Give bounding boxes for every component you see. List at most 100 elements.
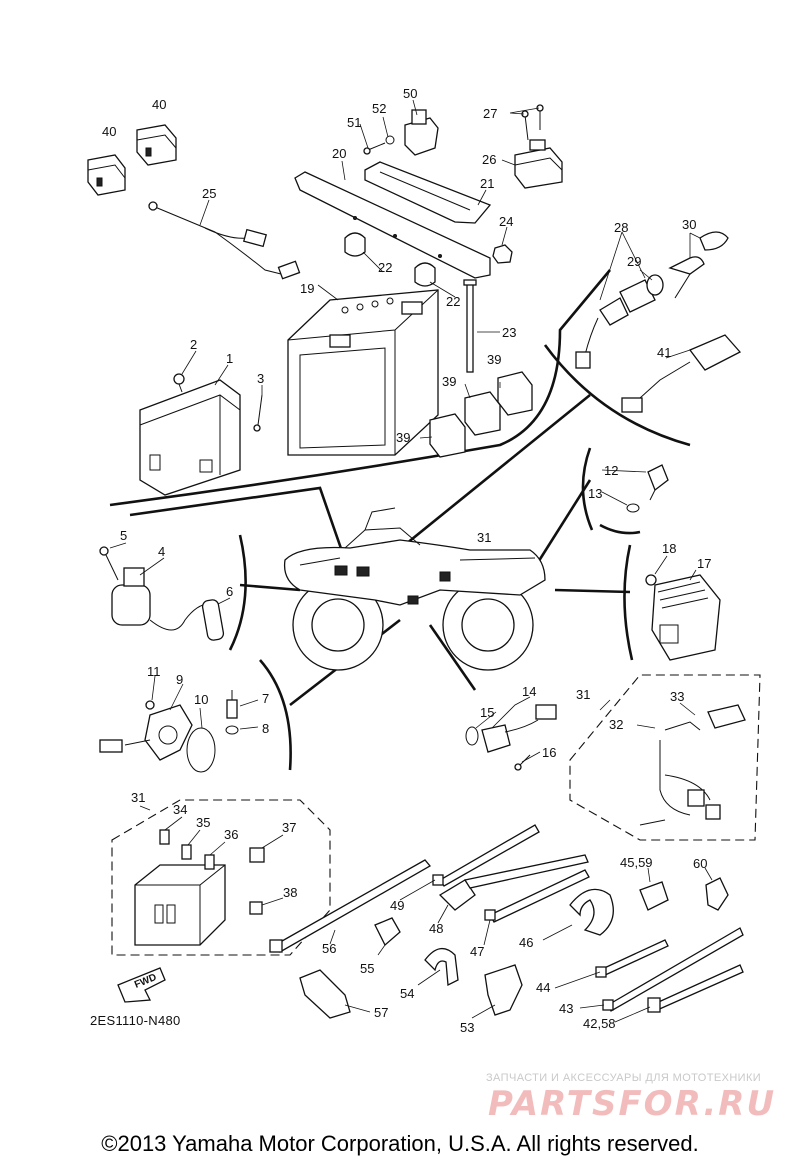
callout-9: 9 <box>176 672 183 687</box>
callout-10: 10 <box>194 692 208 707</box>
clamp-45-59 <box>639 881 669 911</box>
callout-39-b: 39 <box>442 374 456 389</box>
callout-44: 44 <box>536 980 550 995</box>
bolt-27 <box>521 104 544 141</box>
callout-18: 18 <box>662 541 676 556</box>
battery-holder-21 <box>364 161 492 224</box>
callout-23: 23 <box>502 325 516 340</box>
clamp-46 <box>569 888 614 936</box>
callout-37: 37 <box>282 820 296 835</box>
callout-34: 34 <box>173 802 187 817</box>
callout-28: 28 <box>614 220 628 235</box>
bolt-2 <box>173 373 185 393</box>
relay-39-b <box>464 391 501 436</box>
callout-30: 30 <box>682 217 696 232</box>
callout-57: 57 <box>374 1005 388 1020</box>
relay-39-a <box>497 371 533 416</box>
callout-31-b: 31 <box>576 687 590 702</box>
atv-vehicle-illustration <box>283 507 546 671</box>
fuse-37 <box>249 847 265 863</box>
ignition-coil-4 <box>111 567 216 631</box>
callout-49: 49 <box>390 898 404 913</box>
callout-55: 55 <box>360 961 374 976</box>
callout-4: 4 <box>158 544 165 559</box>
clamp-55 <box>374 917 401 947</box>
o-ring-10 <box>186 727 216 773</box>
clamp-57 <box>299 969 351 1019</box>
callout-40-a: 40 <box>102 124 116 139</box>
callout-19: 19 <box>300 281 314 296</box>
callout-22-b: 22 <box>446 294 460 309</box>
callout-54: 54 <box>400 986 414 1001</box>
nut-29 <box>646 274 664 296</box>
clamp-60 <box>705 877 729 911</box>
callout-60: 60 <box>693 856 707 871</box>
battery-bracket-20 <box>294 171 491 279</box>
washer-13 <box>626 503 640 513</box>
washer-52 <box>385 135 395 145</box>
fuse-harness-group-31-right <box>569 674 761 841</box>
callout-45-59: 45,59 <box>620 855 653 870</box>
battery-19 <box>287 289 439 456</box>
callout-1: 1 <box>226 351 233 366</box>
sensor-12 <box>647 464 669 501</box>
diagram-code: 2ES1110-N480 <box>90 1013 181 1028</box>
callout-51: 51 <box>347 115 361 130</box>
fuse-box-group-31-left <box>111 799 331 956</box>
callout-3: 3 <box>257 371 264 386</box>
cable-tie-49 <box>432 824 540 887</box>
bolt-16 <box>514 754 531 771</box>
o-ring-15 <box>465 726 479 746</box>
callout-8: 8 <box>262 721 269 736</box>
watermark-tagline: ЗАПЧАСТИ И АКСЕССУАРЫ ДЛЯ МОТОТЕХНИКИ <box>486 1072 762 1084</box>
callout-42-58: 42,58 <box>583 1016 616 1031</box>
sensor-9 <box>99 704 193 761</box>
callout-50: 50 <box>403 86 417 101</box>
callout-16: 16 <box>542 745 556 760</box>
bolt-51 <box>363 142 386 155</box>
fuse-38 <box>249 901 263 915</box>
callout-33: 33 <box>670 689 684 704</box>
callout-20: 20 <box>332 146 346 161</box>
callout-56: 56 <box>322 941 336 956</box>
callout-38: 38 <box>283 885 297 900</box>
callout-39-c: 39 <box>396 430 410 445</box>
washer-8 <box>225 725 239 735</box>
callout-22-a: 22 <box>378 260 392 275</box>
cable-tie-42-58 <box>647 964 744 1013</box>
callout-11: 11 <box>147 664 161 679</box>
callout-41: 41 <box>657 345 671 360</box>
callout-31-c: 31 <box>131 790 145 805</box>
clamp-53 <box>484 964 523 1016</box>
key-30 <box>668 231 729 299</box>
callout-36: 36 <box>224 827 238 842</box>
callout-15: 15 <box>480 705 494 720</box>
rectifier-regulator-17 <box>651 574 721 661</box>
fuse-34 <box>159 829 170 845</box>
leader-lines <box>109 99 713 1023</box>
fwd-arrow: FWD <box>117 967 166 1003</box>
callout-12: 12 <box>604 463 618 478</box>
callout-29: 29 <box>627 254 641 269</box>
callout-2: 2 <box>190 337 197 352</box>
relay-40-left <box>87 154 126 196</box>
bolt-5 <box>99 546 119 581</box>
switch-7 <box>226 690 238 719</box>
starter-relay-26 <box>514 139 563 189</box>
nut-24 <box>492 244 513 264</box>
callout-14: 14 <box>522 684 536 699</box>
watermark-logo: PARTSFOR.RU <box>488 1084 777 1124</box>
bolt-11 <box>145 700 155 710</box>
callout-24: 24 <box>499 214 513 229</box>
callout-43: 43 <box>559 1001 573 1016</box>
relay-39-c <box>429 413 466 458</box>
switch-50 <box>404 109 439 156</box>
clamp-54 <box>424 948 459 987</box>
callout-46: 46 <box>519 935 533 950</box>
callout-31-a: 31 <box>477 530 491 545</box>
cable-tie-44 <box>595 939 669 978</box>
callout-32: 32 <box>609 717 623 732</box>
callout-17: 17 <box>697 556 711 571</box>
fuse-35 <box>181 844 192 860</box>
